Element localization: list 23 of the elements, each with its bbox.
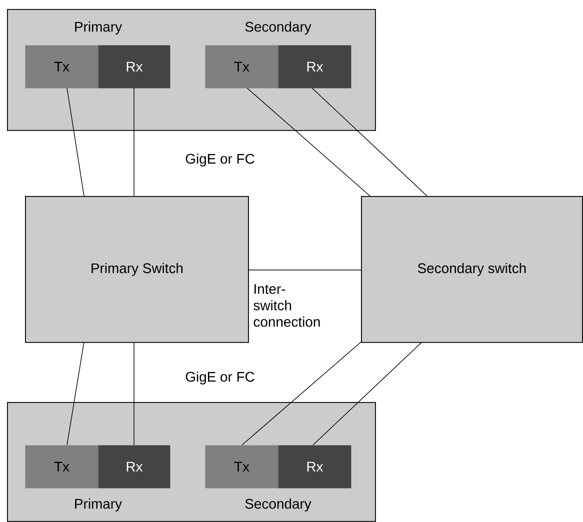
connection-line [66,342,84,446]
tx-port-box: Tx [25,45,98,88]
text-label: Primary [75,498,122,512]
text-label: Secondary [245,22,312,34]
text-label: GigE or FC [186,154,254,166]
rx-port-box: Rx [278,45,352,88]
switch-box: Secondary switch [361,196,583,343]
connection-line [246,88,370,196]
text-label: Secondary [245,498,312,512]
rx-port-box: Rx [98,45,170,88]
text-label: GigE or FC [186,372,254,384]
connection-line [312,342,422,446]
text-label: Primary [75,22,122,34]
tx-port-box: Tx [205,445,278,488]
tx-port-box: Tx [25,445,98,488]
connection-line [242,342,362,446]
rx-port-box: Rx [278,445,352,488]
rx-port-box: Rx [98,445,170,488]
tx-port-box: Tx [205,45,278,88]
switch-box: Primary Switch [25,196,249,343]
edge-label: Inter- switch connection [252,283,324,328]
connection-line [312,88,428,196]
connection-line [66,88,84,196]
